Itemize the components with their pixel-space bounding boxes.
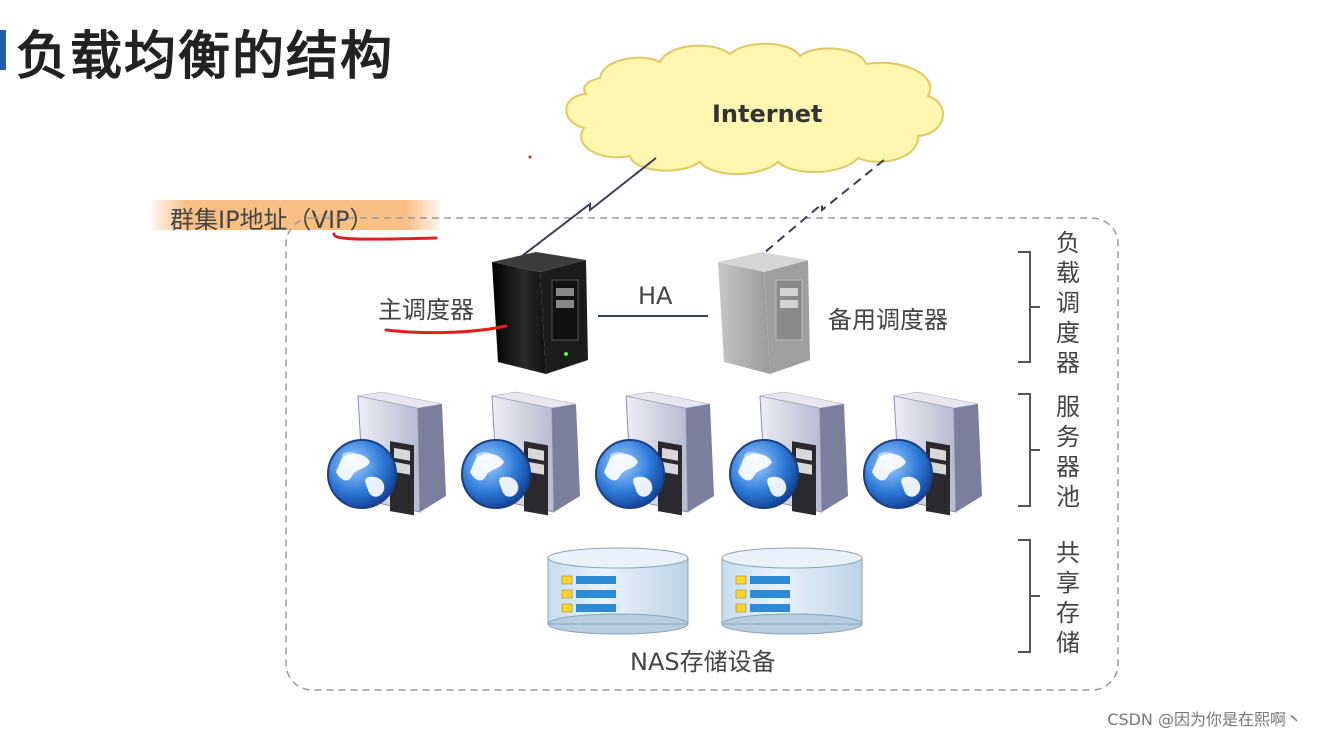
- internet-primary-link: [521, 157, 657, 257]
- red-dot-mark: [528, 155, 532, 159]
- brace-scheduler: [1018, 251, 1040, 363]
- watermark: CSDN @因为你是在熙啊丶: [1107, 710, 1302, 729]
- vip-highlight: [152, 200, 440, 230]
- web-server-3-icon: [595, 391, 715, 516]
- nas-disk-2-icon: [721, 547, 863, 635]
- primary-scheduler-label: 主调度器: [378, 296, 474, 324]
- vip-underline-annotation: [332, 232, 438, 241]
- brace-server-pool: [1018, 393, 1040, 507]
- server-pool-icons: [327, 391, 983, 516]
- title-accent-bar: [0, 30, 6, 70]
- web-server-4-icon: [729, 391, 849, 516]
- group-label-shared-storage: 共享存储: [1056, 539, 1080, 657]
- nas-storage-label: NAS存储设备: [630, 648, 776, 676]
- group-label-server-pool: 服务器池: [1056, 393, 1080, 511]
- internet-label: Internet: [712, 100, 823, 128]
- backup-scheduler-label: 备用调度器: [828, 306, 948, 334]
- backup-scheduler-icon: [718, 252, 810, 374]
- internet-cloud: [565, 42, 944, 175]
- group-label-scheduler: 负载调度器: [1056, 229, 1080, 377]
- primary-underline-annotation: [384, 324, 508, 335]
- web-server-2-icon: [461, 391, 581, 516]
- primary-scheduler-icon: [492, 252, 588, 374]
- web-server-1-icon: [327, 391, 447, 516]
- brace-storage: [1018, 539, 1040, 653]
- nas-disk-1-icon: [547, 547, 689, 635]
- internet-backup-link: [757, 159, 885, 259]
- web-server-5-icon: [863, 391, 983, 516]
- cluster-boundary: [285, 217, 1119, 691]
- page-title: 负载均衡的结构: [16, 27, 395, 87]
- vip-label: 群集IP地址（VIP）: [170, 206, 374, 234]
- ha-label: HA: [638, 282, 673, 310]
